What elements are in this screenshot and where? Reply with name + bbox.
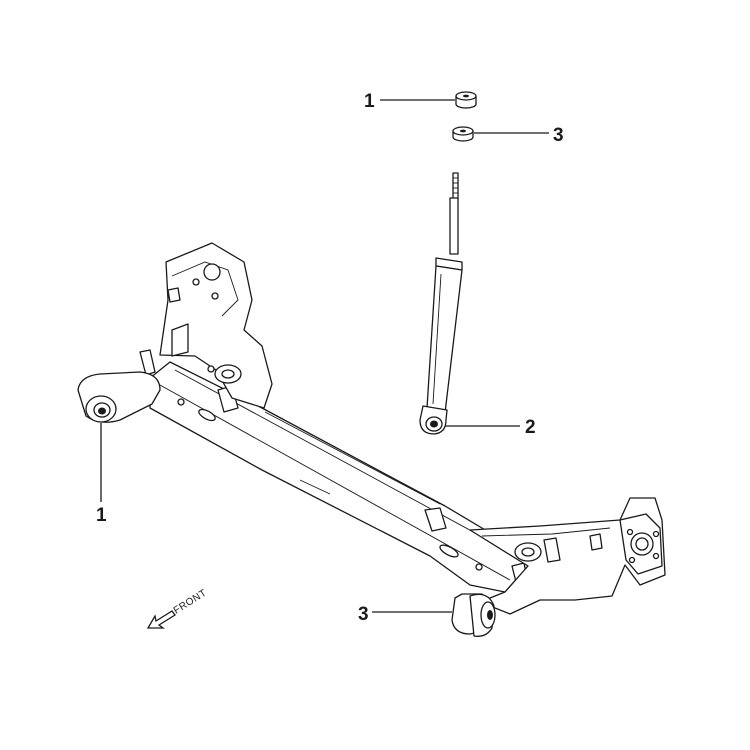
- front-direction-indicator: FRONT: [146, 588, 209, 629]
- callout-2: 2: [525, 417, 536, 438]
- upper-shock-mount-rubber: [455, 91, 477, 109]
- shock-absorber: [419, 172, 463, 435]
- callout-3-lower: 3: [553, 125, 564, 146]
- callout-1-right: 3: [358, 604, 369, 625]
- callout-1-left: 1: [96, 505, 107, 526]
- front-label: FRONT: [172, 588, 209, 617]
- lower-shock-mount-rubber: [452, 126, 474, 142]
- callout-3-upper: 1: [364, 91, 375, 112]
- front-arrow-icon: [146, 610, 176, 629]
- rear-axle-beam: [77, 242, 666, 637]
